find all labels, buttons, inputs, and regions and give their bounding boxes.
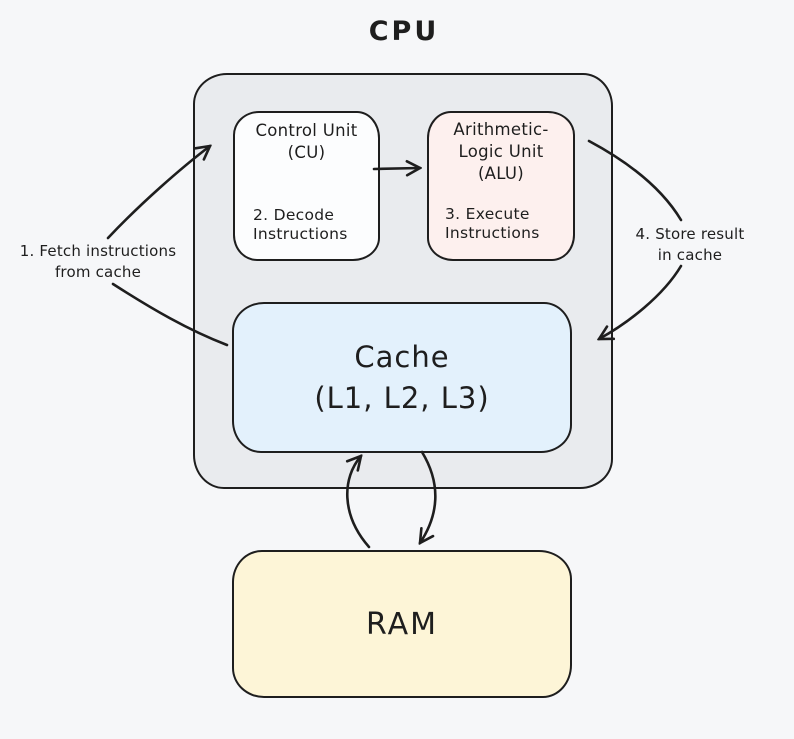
cpu-title: CPU <box>368 16 440 47</box>
control-unit-step: 2. Decode Instructions <box>253 206 348 243</box>
control-unit-title: Control Unit (CU) <box>255 121 358 162</box>
cache-box: Cache (L1, L2, L3) <box>232 302 572 453</box>
control-unit-box: Control Unit (CU) 2. Decode Instructions <box>233 111 380 261</box>
alu-step: 3. Execute Instructions <box>445 205 540 242</box>
ram-box: RAM <box>232 550 572 698</box>
annotation-fetch-instructions: 1. Fetch instructions from cache <box>19 242 177 281</box>
alu-box: Arithmetic- Logic Unit (ALU) 3. Execute … <box>427 111 575 261</box>
cache-label: Cache (L1, L2, L3) <box>314 339 490 415</box>
annotation-store-result: 4. Store result in cache <box>635 225 745 264</box>
alu-title: Arithmetic- Logic Unit (ALU) <box>453 120 549 183</box>
ram-label: RAM <box>365 606 439 642</box>
